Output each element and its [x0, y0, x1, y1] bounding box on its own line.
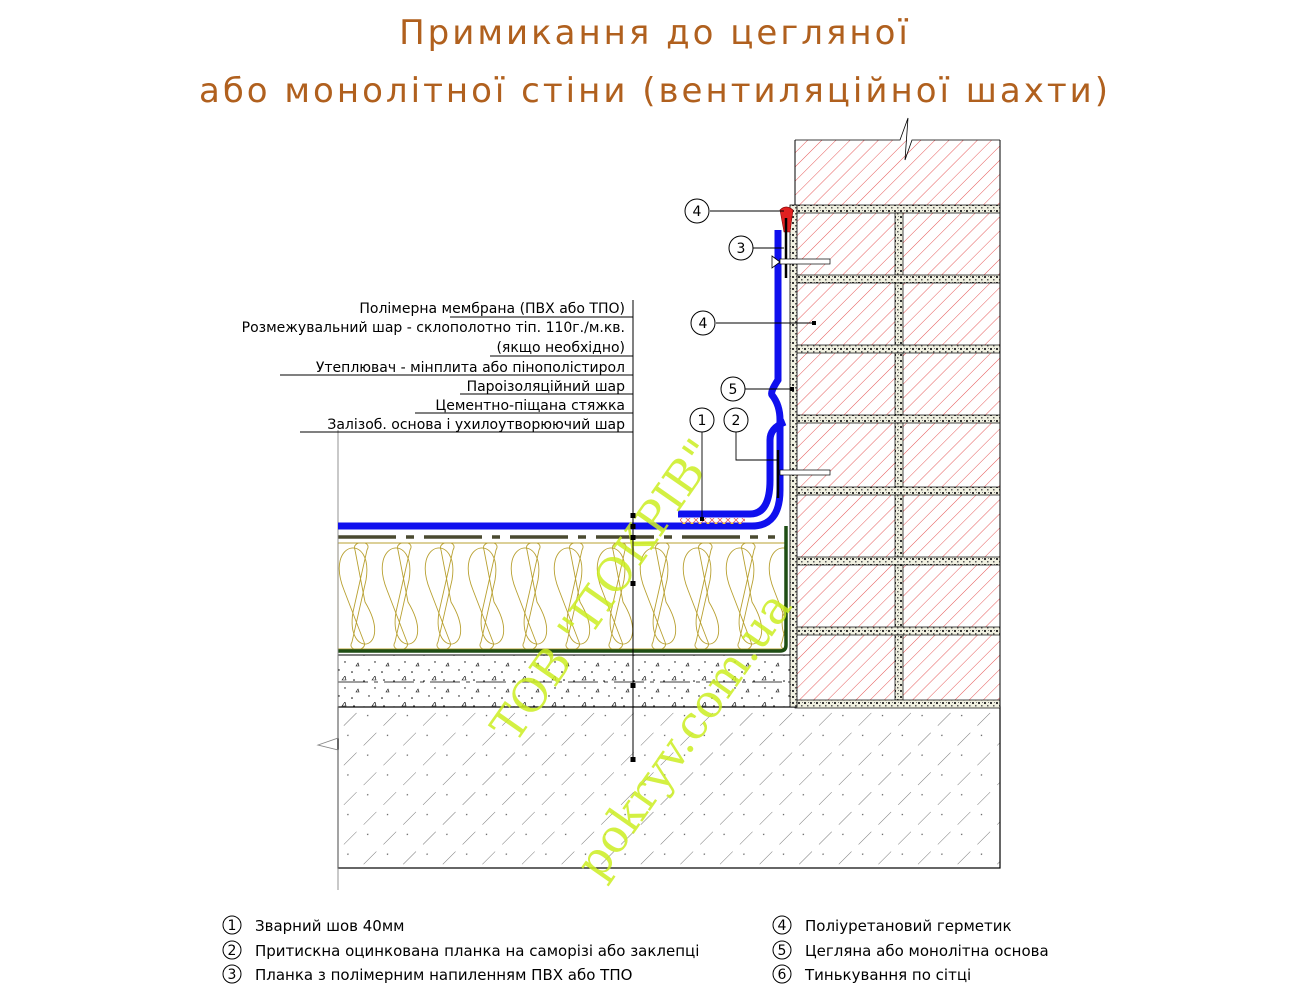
mortar-joint [894, 282, 904, 346]
callout-4-top: 4 [684, 198, 710, 224]
mortar-joint [894, 212, 904, 276]
mortar-joint [794, 204, 1001, 214]
mortar-joint [794, 274, 1001, 284]
mortar-joint [894, 564, 904, 628]
mortar-joint [794, 414, 1001, 424]
cement-screed [337, 654, 796, 708]
title-line-2: або монолітної стіни (вентиляційної шахт… [199, 71, 1111, 111]
legend-item-6: 6 Тинькування по сітці [772, 964, 971, 984]
svg-text:3: 3 [228, 967, 237, 983]
svg-text:Поліуретановий герметик: Поліуретановий герметик [805, 917, 1012, 935]
label-separation-note: (якщо необхідно) [496, 340, 625, 356]
svg-text:5: 5 [778, 943, 787, 959]
svg-text:4: 4 [693, 204, 702, 220]
label-base: Залізоб. основа і ухилоутворюючий шар [327, 417, 625, 433]
callout-1: 1 [689, 407, 715, 433]
svg-text:2: 2 [732, 413, 741, 429]
membrane-flashing [678, 418, 787, 518]
layer-labels: Полімерна мембрана (ПВХ або ТПО) Розмежу… [242, 301, 633, 433]
svg-text:4: 4 [699, 316, 708, 332]
svg-text:4: 4 [778, 918, 787, 934]
callout-5: 5 [720, 376, 746, 402]
svg-text:6: 6 [778, 967, 787, 983]
mortar-joint [794, 556, 1001, 566]
callout-leaders [701, 210, 814, 519]
legend-item-5: 5 Цегляна або монолітна основа [772, 940, 1049, 960]
mortar-joint [894, 634, 904, 701]
concrete-base [337, 706, 1001, 869]
legend: 1 Зварний шов 40мм 2 Притискна оцинкована … [222, 915, 1049, 984]
polymer-membrane [338, 230, 784, 530]
leader-dots [630, 513, 636, 762]
label-screed: Цементно-піщана стяжка [435, 398, 625, 414]
break-mark-top [795, 117, 1000, 161]
legend-item-3: 3 Планка з полімерним напиленням ПВХ або … [222, 964, 632, 984]
break-mark-left [316, 430, 339, 890]
plaster-on-mesh [789, 204, 798, 708]
label-membrane: Полімерна мембрана (ПВХ або ТПО) [359, 301, 625, 317]
label-insulation: Утеплювач - мінплита або пінополістирол [316, 360, 625, 376]
svg-text:5: 5 [729, 382, 738, 398]
mortar-joint [794, 344, 1001, 354]
svg-text:1: 1 [228, 918, 237, 934]
svg-text:Цегляна або монолітна основа: Цегляна або монолітна основа [805, 942, 1049, 960]
label-vapour: Пароізоляційний шар [467, 379, 626, 395]
legend-item-4: 4 Поліуретановий герметик [772, 915, 1012, 935]
legend-item-1: 1 Зварний шов 40мм [222, 915, 404, 935]
mortar-joint [794, 486, 1001, 496]
svg-text:Зварний шов 40мм: Зварний шов 40мм [255, 917, 404, 935]
mortar-joint [794, 699, 1001, 709]
mortar-joint [894, 422, 904, 488]
svg-text:1: 1 [698, 413, 707, 429]
mortar-joint [894, 494, 904, 558]
callout-4-mid: 4 [690, 310, 716, 336]
mortar-joint [894, 352, 904, 416]
label-separation: Розмежувальний шар - склополотно тіп. 11… [242, 320, 625, 336]
weld-seam [680, 518, 745, 524]
svg-text:Планка з полімерним напиленням: Планка з полімерним напиленням ПВХ або Т… [255, 966, 632, 984]
svg-text:2: 2 [228, 943, 237, 959]
vapour-barrier [338, 526, 788, 653]
legend-item-2: 2 Притискна оцинкована планка на саморізі… [222, 940, 699, 960]
svg-text:Притискна оцинкована планка на: Притискна оцинкована планка на саморізі … [255, 942, 699, 960]
screw-anchor-bottom [779, 469, 831, 476]
svg-text:3: 3 [737, 241, 746, 257]
title-line-1: Примикання до цегляної [399, 13, 911, 53]
mortar-joint [794, 626, 1001, 636]
svg-text:Тинькування по сітці: Тинькування по сітці [804, 966, 971, 984]
callout-2: 2 [723, 407, 749, 433]
screw-anchor-top [771, 255, 831, 269]
callout-3: 3 [728, 235, 754, 261]
